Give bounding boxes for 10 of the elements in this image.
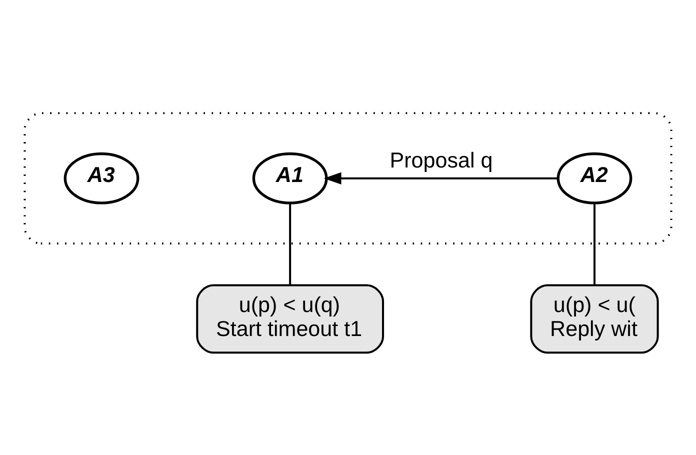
cluster bbox=[24, 112, 672, 245]
connector bbox=[289, 204, 292, 286]
node-box: u(p) < u( Reply wit bbox=[530, 284, 659, 354]
node-ellipse: A2 bbox=[556, 152, 632, 204]
node-ellipse: A3 bbox=[64, 152, 140, 204]
connector bbox=[593, 204, 596, 286]
arrow bbox=[324, 172, 558, 184]
node-ellipse: A1 bbox=[252, 152, 328, 204]
edge-label: Proposal q bbox=[390, 147, 493, 172]
node-box: u(p) < u(q) Start timeout t1 bbox=[196, 284, 384, 354]
